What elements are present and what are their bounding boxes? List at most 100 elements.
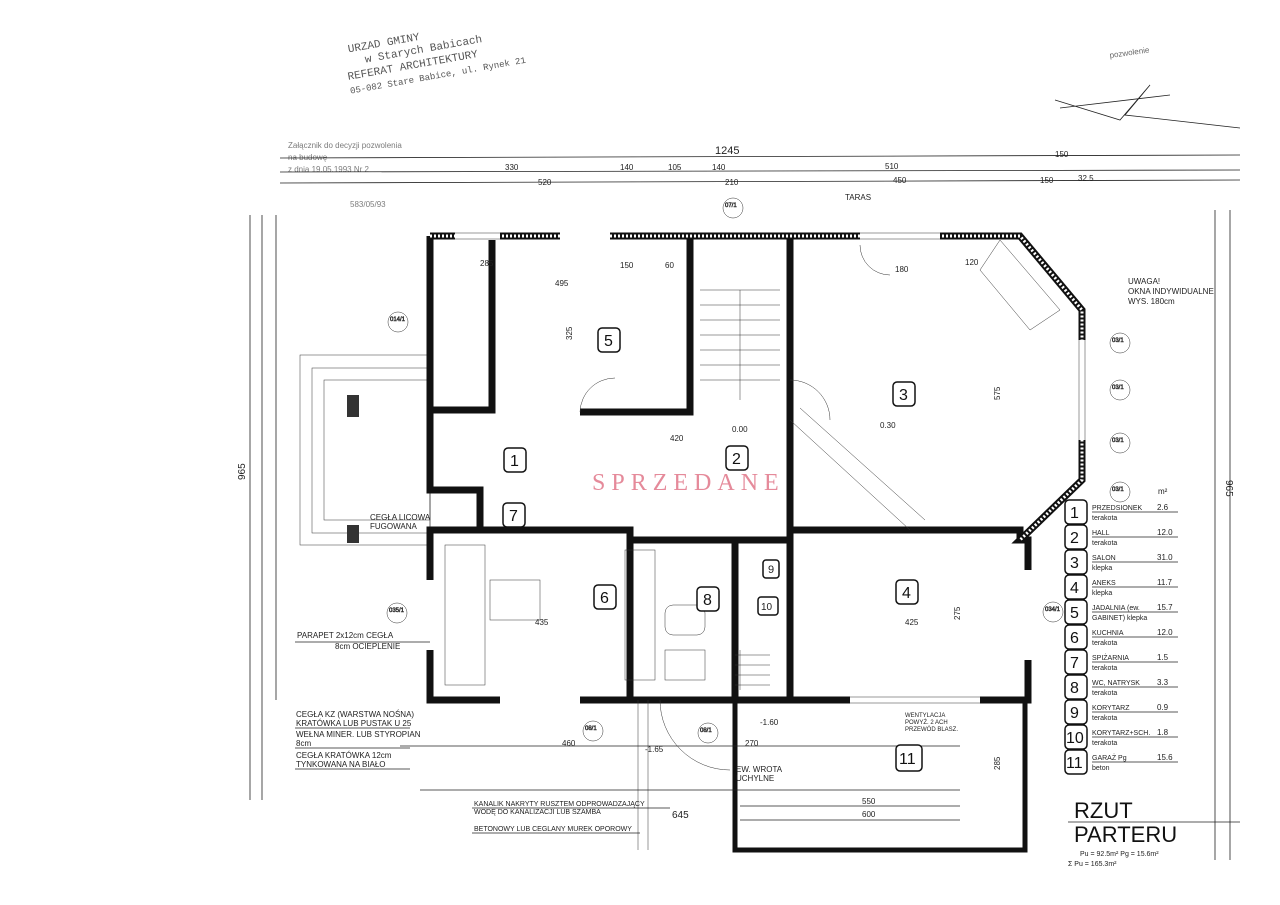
drawing-label: Σ Pu = 165.3m² [1068,861,1117,868]
drawing-line [859,244,891,276]
terrace-label: TARAS [845,193,871,202]
drawing-label: 3.3 [1157,678,1169,687]
drawing-line [455,232,1086,704]
drawing-line [386,602,408,624]
walls [426,232,1086,853]
drawing-label: Załącznik do decyzji pozwolenia [288,141,402,150]
drawing-label: 1245 [715,145,739,157]
drawing-label: 583/05/93 [350,200,386,209]
drawing-line [279,169,1241,173]
drawing-label: WC, NATRYSK [1092,680,1140,687]
drawing-line [1064,499,1088,525]
section-markers: 03/1 03/1 03/1 03/1 07/1 08/1 08/1 034/1… [386,197,1131,744]
drawing-label: UWAGA! [1128,277,1160,286]
drawing-label: terakota [1092,640,1117,647]
drawing-line [1064,549,1088,575]
drawing-label: 420 [670,434,684,443]
drawing-label: 285 [480,259,494,268]
drawing-line [1064,574,1088,600]
drawing-label: 6 [1070,630,1079,647]
drawing-line [979,239,1061,331]
inner-dimensions: 285 495 325 150 60 120 180 575 420 435 4… [400,258,1002,821]
room-markers: 1 2 3 4 5 6 7 8 9 10 11 [502,327,923,772]
drawing-label: PARTERU [1074,822,1177,847]
drawing-label: m² [1158,487,1168,496]
drawing-label: 150 [1055,150,1069,159]
drawing-label: WODĘ DO KANALIZACJI LUB SZAMBA [474,809,601,816]
drawing-line [1064,674,1088,700]
drawing-label: GARAŻ Pg [1092,753,1127,762]
drawing-label: 4 [902,585,911,602]
office-stamp: URZAD GMINY w Starych Babicach REFERAT A… [347,32,527,97]
drawing-line [1064,624,1088,650]
drawing-line [597,327,621,353]
drawing-label: 965 [1223,480,1234,497]
room-marker-1: 1 [503,447,527,473]
drawing-line [430,526,634,700]
drawing-label: 495 [555,279,569,288]
drawing-label: OKNA INDYWIDUALNE [1128,287,1214,296]
drawing-label: 7 [1070,655,1079,672]
drawing-line [582,720,604,742]
drawing-label: 5 [604,333,613,350]
drawing-label: Pu = 92.5m² Pg = 15.6m² [1080,851,1159,858]
drawing-label: 31.0 [1157,553,1173,562]
drawing-label: PRZEWÓD BLASZ. [905,726,958,733]
drawing-line [580,236,694,416]
drawing-label: CEGŁA KRATÓWKA 12cm [296,751,392,760]
drawing-label: 120 [965,258,979,267]
drawing-line [1109,432,1131,454]
drawing-line [347,525,359,543]
drawing-label: BETONOWY LUB CEGLANY MUREK OPOROWY [474,826,632,833]
drawing-label: 140 [620,163,634,172]
porch: CEGŁA LICOWA FUGOWANA [299,354,431,546]
drawing-label: 5 [1070,605,1079,622]
drawing-line [444,544,486,686]
room-marker-7: 7 [502,502,526,528]
drawing-line [722,197,744,219]
drawing-label: CEGŁA LICOWA [370,513,431,522]
drawing-label: 0.9 [1157,703,1169,712]
room-marker-4: 4 [895,579,919,605]
drawing-label: 15.7 [1157,603,1173,612]
side-dimensions: 965 965 [237,210,1234,860]
drawing-label: 8 [1070,680,1079,697]
drawing-label: GABINET) klepka [1092,615,1147,622]
signature: pozwolenie [1054,45,1241,129]
drawing-label: CEGŁA KZ (WARSTWA NOŚNA) [296,710,414,719]
room-marker-3: 3 [892,381,916,407]
drawing-label: 550 [862,797,876,806]
drawing-line [697,722,719,744]
drawing-line [323,379,431,521]
drawing-line [1064,749,1088,775]
drawing-label: 035/1 [389,608,405,614]
drawing-label: 11 [899,751,916,768]
drawing-label: KUCHNIA [1092,630,1124,637]
drawing-line [790,526,1024,540]
drawing-label: 600 [862,810,876,819]
drawing-line [1054,84,1241,129]
drawing-label: 4 [1070,580,1079,597]
drawing-label: 2 [732,451,741,468]
drawing-label: FUGOWANA [370,522,417,531]
construction-notes: PARAPET 2x12cm CEGŁA 8cm OCIEPLENIE CEGŁ… [295,631,958,834]
drawing-line [579,377,616,413]
top-dimensions: 1245 330 140 105 140 510 150 520 210 450… [279,145,1241,202]
drawing-label: 2 [1070,530,1079,547]
drawing-label: klepka [1092,590,1112,597]
drawing-line [503,447,527,473]
drawing-label: 6 [600,590,609,607]
drawing-label: 425 [905,618,919,627]
drawing-label: WENTYLACJA [905,713,945,719]
drawing-line [1064,699,1088,725]
drawing-line [799,407,926,521]
drawing-line [347,395,359,417]
drawing-label: na budowę [288,153,328,162]
drawing-line [789,379,831,421]
drawing-label: SPIŻARNIA [1092,653,1129,662]
